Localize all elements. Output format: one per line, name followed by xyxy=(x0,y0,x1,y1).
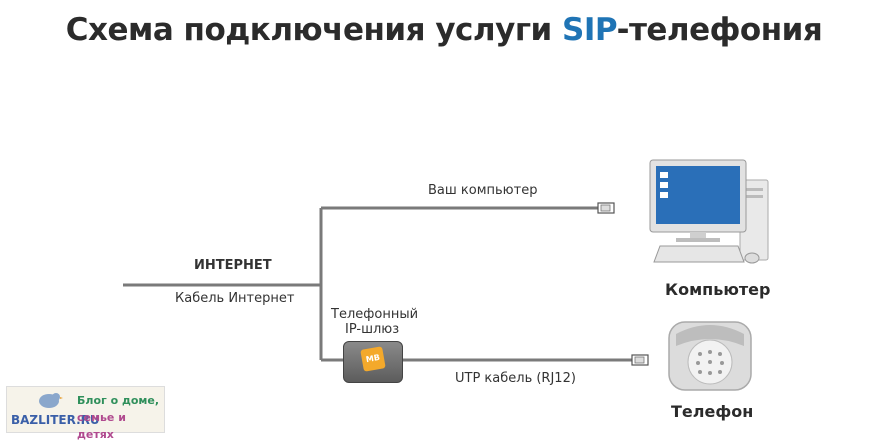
phone-label: Телефон xyxy=(671,402,754,421)
gateway-label-line1: Телефонный xyxy=(331,307,419,322)
internet-cable-label: Кабель Интернет xyxy=(175,291,295,306)
brand-slogan-line2: семье и детях xyxy=(77,411,126,441)
phone-icon xyxy=(668,321,752,391)
rj12-connector-icon xyxy=(631,354,649,366)
your-computer-label: Ваш компьютер xyxy=(428,183,538,198)
brand-watermark: BAZLITER.RU Блог о доме, семье и детях xyxy=(6,386,165,441)
brand-logo-text: BAZLITER.RU xyxy=(11,413,100,427)
internet-label: ИНТЕРНЕТ xyxy=(194,258,272,273)
bird-logo-icon xyxy=(39,393,63,408)
brand-slogan-line1: Блог о доме, xyxy=(77,394,160,407)
utp-cable-label: UTP кабель (RJ12) xyxy=(455,371,576,386)
title-highlight: SIP xyxy=(562,12,617,48)
computer-label: Компьютер xyxy=(665,280,771,299)
ip-gateway-icon: MB xyxy=(343,341,403,383)
diagram-title: Схема подключения услуги SIP-телефония xyxy=(0,12,888,48)
title-suffix: -телефония xyxy=(616,12,823,48)
brand-slogan: Блог о доме, семье и детях xyxy=(77,392,164,443)
computer-icon xyxy=(649,159,769,264)
gateway-badge: MB xyxy=(360,346,386,372)
rj45-connector-icon xyxy=(597,202,615,214)
title-prefix: Схема подключения услуги xyxy=(65,12,563,48)
gateway-label-line2: IP-шлюз xyxy=(345,322,400,337)
